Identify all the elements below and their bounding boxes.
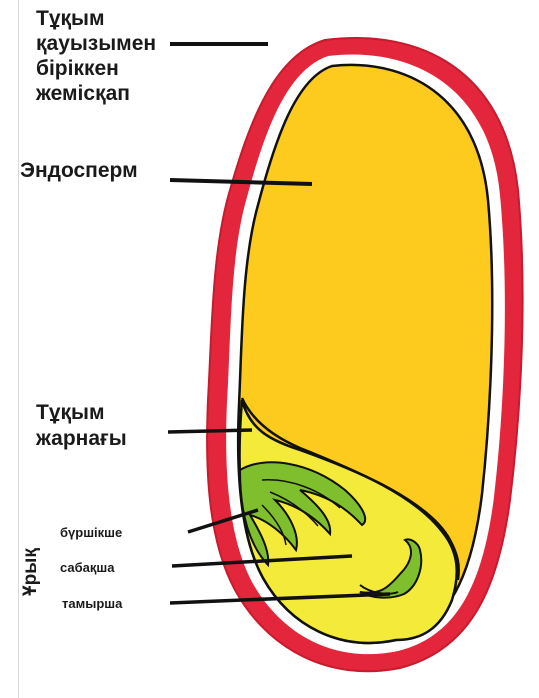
label-radicle: тамырша (62, 596, 122, 612)
label-pericarp-line-2: қауызымен (36, 31, 156, 56)
label-stem: сабақша (60, 560, 114, 576)
label-pericarp-line-3: біріккен (36, 56, 156, 81)
label-endosperm: Эндосперм (20, 158, 138, 184)
label-scutellum: Тұқым жарнағы (36, 400, 127, 452)
label-embryo: Ұрық (20, 548, 42, 596)
label-pericarp-line-4: жемісқап (36, 81, 156, 106)
label-scutellum-line-2: жарнағы (36, 426, 127, 452)
label-scutellum-line-1: Тұқым (36, 400, 127, 426)
label-pericarp: Тұқым қауызымен біріккен жемісқап (36, 6, 156, 106)
label-pericarp-line-1: Тұқым (36, 6, 156, 31)
scutellum-leader (168, 430, 252, 432)
label-plumule: бүршікше (60, 525, 122, 541)
